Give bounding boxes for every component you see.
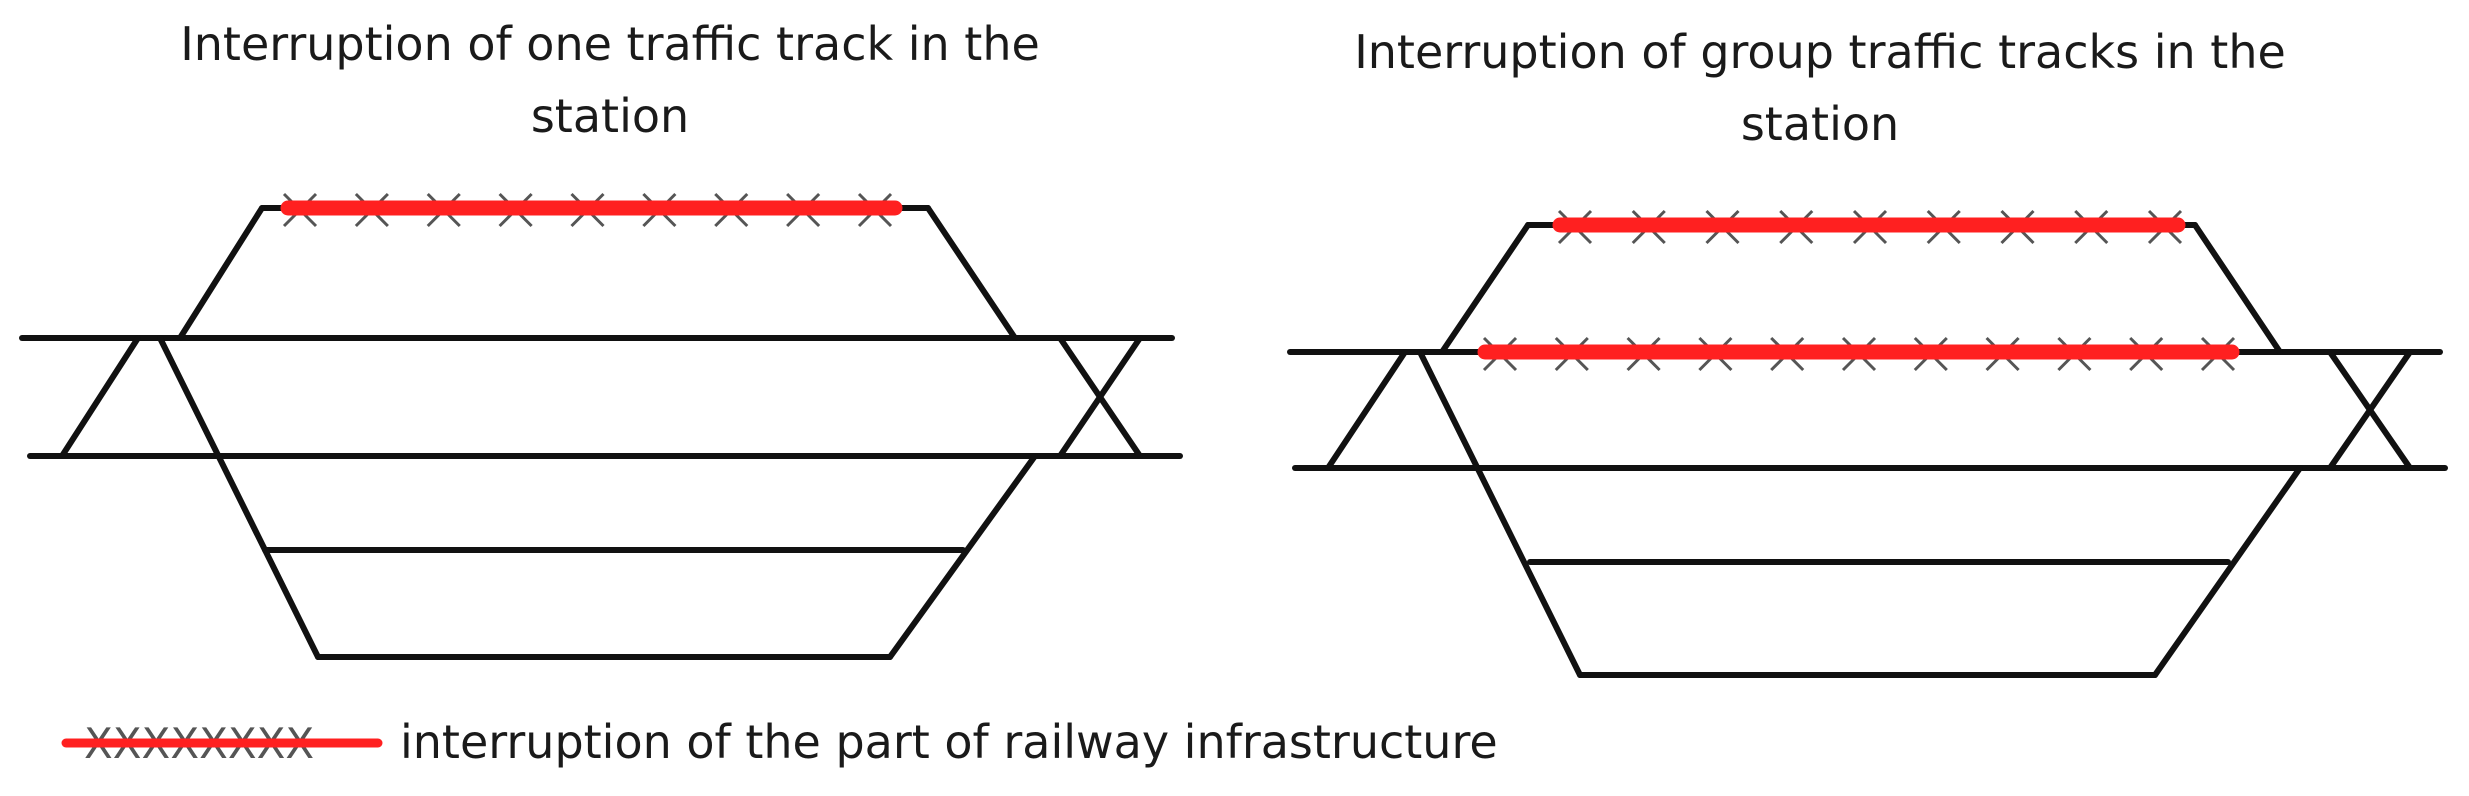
crossover-right-b-right [2327,349,2413,471]
crossover-left-right [1325,349,1408,471]
legend-symbol: XXXXXXXX [61,719,383,768]
right-station-layout [1287,222,2448,678]
diagonal-right-lower [887,453,1038,660]
crossover-right-b [1057,335,1143,459]
legend-label: interruption of the part of railway infr… [400,715,1498,769]
switch-right-top-right [2192,222,2283,355]
switch-left-top-right [1439,222,1531,355]
switch-left-top [177,205,265,341]
diagonal-left-lower-right [1417,349,1583,678]
crossover-left [59,335,141,459]
left-station-layout [19,205,1183,660]
switch-right-top [925,205,1018,341]
right-interruption-markers [1477,209,2240,372]
left-interruption-marker [280,192,903,228]
diagonal-left-lower [157,335,321,660]
diagonal-right-lower-right [2152,465,2303,678]
right-panel-title: Interruption of group traffic tracks in … [1354,25,2286,151]
left-panel-title: Interruption of one traffic track in the… [180,17,1040,143]
